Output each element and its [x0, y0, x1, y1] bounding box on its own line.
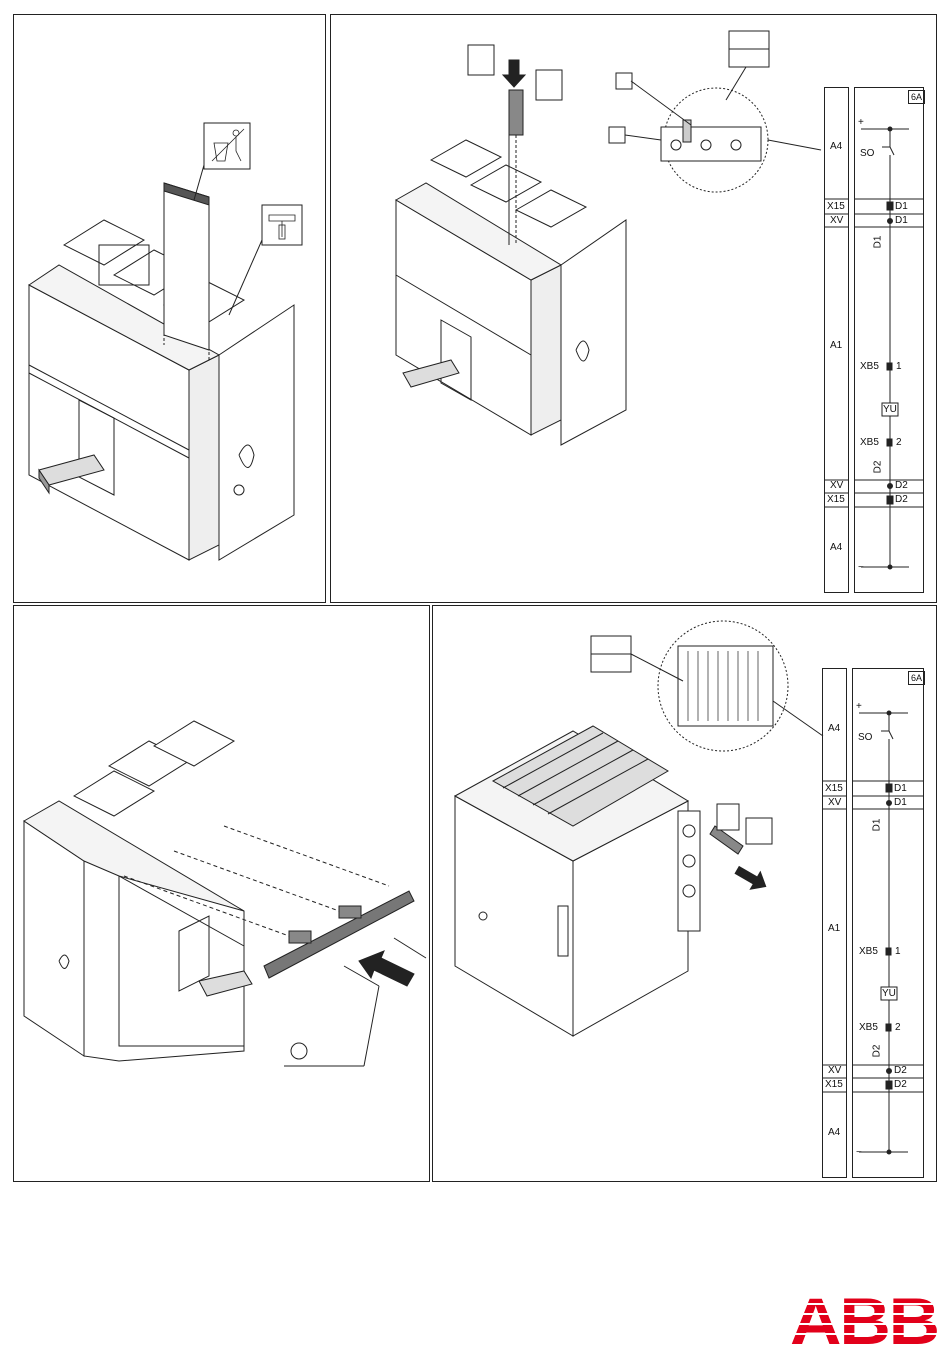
svg-text:ABB: ABB	[790, 1284, 938, 1358]
xb5-label-2: XB5	[859, 1023, 878, 1033]
zone-a4-top: A4	[830, 142, 842, 152]
d2-label-1: D2	[894, 1066, 907, 1076]
zone-x15-top: X15	[825, 784, 843, 794]
d1-label-1: D1	[895, 202, 908, 212]
pin1-label: 1	[895, 947, 901, 957]
xb5-label-2: XB5	[860, 438, 879, 448]
zone-a4-bottom: A4	[828, 1128, 840, 1138]
xb5-label-1: XB5	[859, 947, 878, 957]
d1-label-2: D1	[894, 798, 907, 808]
yu-label: YU	[883, 405, 897, 415]
panel-remove-cover	[13, 14, 326, 603]
d2-vertical-label: D2	[873, 461, 883, 474]
zone-xv-top: XV	[830, 216, 843, 226]
schematic-panel-2: 6A A4 X15 XV A1 XV X15	[824, 87, 924, 593]
breaker-illustration-3	[14, 606, 431, 1183]
schematic-panel-4: 6A A4 X15 XV A1 XV X15	[822, 668, 924, 1178]
zone-x15-top: X15	[827, 202, 845, 212]
zone-x15-bottom: X15	[825, 1080, 843, 1090]
d1-label-1: D1	[894, 784, 907, 794]
zone-a4-bottom: A4	[830, 543, 842, 553]
zone-x15-bottom: X15	[827, 495, 845, 505]
abb-logo-mark: ABB	[790, 1290, 940, 1348]
minus-label: −	[858, 563, 864, 573]
d1-vertical-label: D1	[873, 236, 883, 249]
pin2-label: 2	[895, 1023, 901, 1033]
d2-label-2: D2	[894, 1080, 907, 1090]
d1-vertical-label: D1	[872, 819, 882, 832]
so-label: SO	[860, 149, 874, 159]
minus-label: −	[856, 1148, 862, 1158]
zone-a1: A1	[830, 341, 842, 351]
xb5-label-1: XB5	[860, 362, 879, 372]
plus-label: +	[858, 118, 864, 128]
breaker-illustration	[14, 15, 327, 604]
d2-label-1: D2	[895, 481, 908, 491]
zone-xv-top: XV	[828, 798, 841, 808]
zone-xv-bottom: XV	[830, 481, 843, 491]
yu-label: YU	[882, 989, 896, 999]
panel-insert-bar	[13, 605, 430, 1182]
pin2-label: 2	[896, 438, 902, 448]
zone-a1: A1	[828, 924, 840, 934]
d2-label-2: D2	[895, 495, 908, 505]
abb-logo: ABB	[790, 1290, 940, 1348]
zone-xv-bottom: XV	[828, 1066, 841, 1076]
d1-label-2: D1	[895, 216, 908, 226]
zone-a4-top: A4	[828, 724, 840, 734]
d2-vertical-label: D2	[872, 1045, 882, 1058]
plus-label: +	[856, 702, 862, 712]
pin1-label: 1	[896, 362, 902, 372]
so-label: SO	[858, 733, 872, 743]
